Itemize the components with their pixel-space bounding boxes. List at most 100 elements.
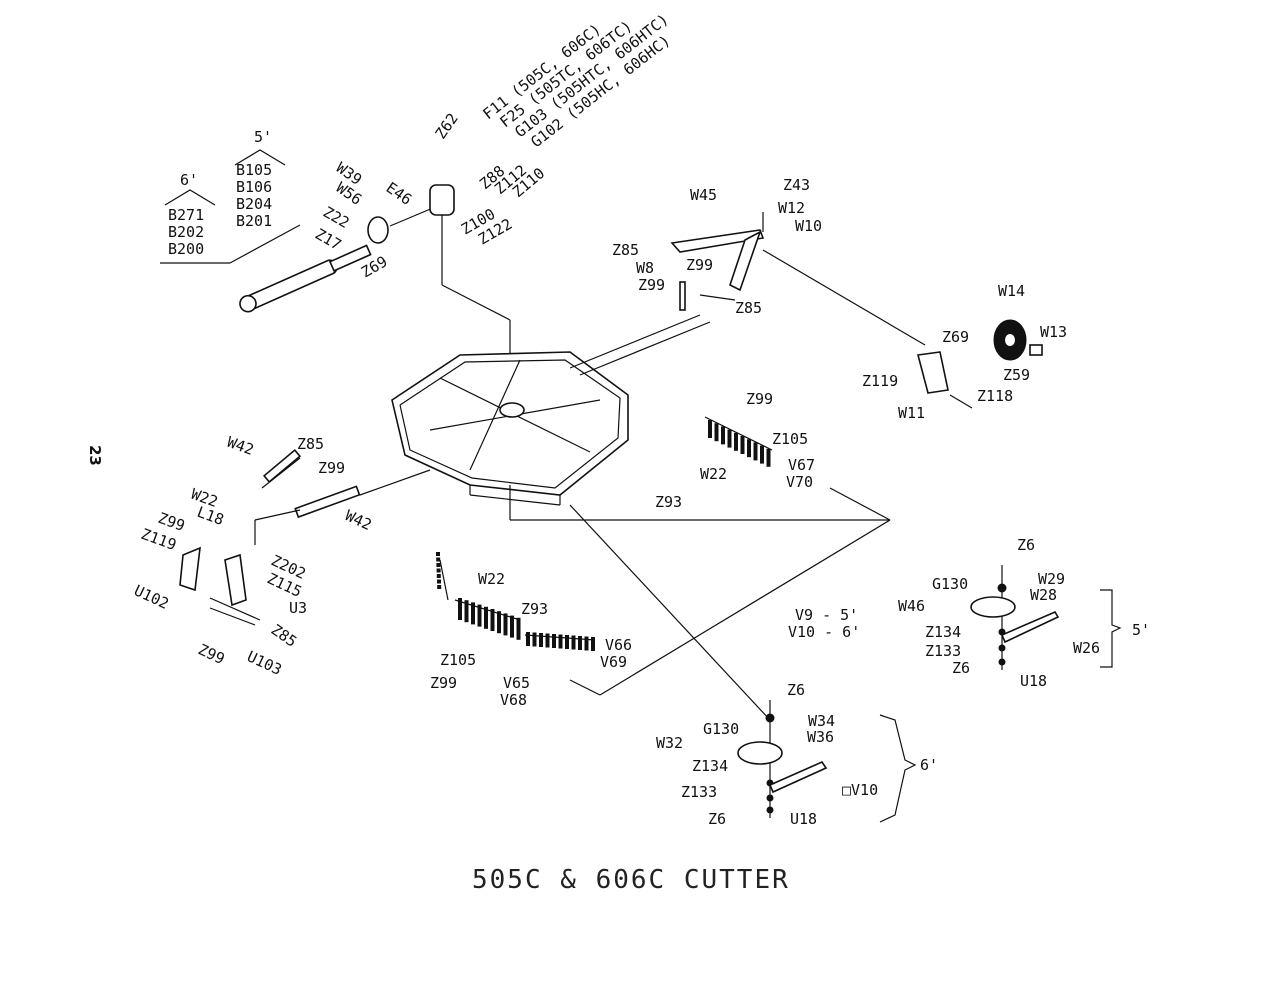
knife-tooth	[591, 637, 595, 651]
part-label: U18	[790, 810, 817, 828]
part-label: W42	[225, 433, 257, 459]
knife-tooth	[714, 423, 719, 442]
knife-tooth	[437, 579, 441, 584]
knife-tooth	[436, 552, 440, 556]
part-label: L18	[195, 503, 227, 529]
part-label: Z93	[521, 600, 548, 618]
knife-tooth	[503, 613, 508, 636]
part-label: Z69	[942, 328, 969, 346]
knife-tooth	[436, 574, 441, 578]
part-label: V9 - 5'	[795, 606, 858, 624]
part-label: Z6	[952, 659, 970, 677]
part-label: Z62	[432, 110, 462, 143]
part-label: Z99	[195, 640, 227, 668]
part-label: Z99	[686, 256, 713, 274]
diagram-caption: 505C & 606C CUTTER	[472, 865, 790, 895]
knife-tooth	[471, 602, 475, 625]
knife-teeth	[708, 420, 771, 467]
part-label: V10 - 6'	[788, 623, 860, 641]
part-label: W29	[1038, 570, 1065, 588]
knife-tooth	[747, 439, 751, 458]
knife-tooth	[510, 615, 514, 638]
part-label: Z133	[681, 783, 717, 801]
part-label: B202	[168, 223, 204, 241]
part-label: Z6	[708, 810, 726, 828]
knife-tooth	[766, 448, 771, 467]
part-label: Z105	[772, 430, 808, 448]
knife-teeth	[436, 552, 442, 589]
cutter-deck	[391, 314, 711, 506]
gearbox	[429, 184, 455, 216]
knife-tooth	[539, 633, 543, 647]
part-label: B271	[168, 206, 204, 224]
part-label: W28	[1030, 586, 1057, 604]
left-side-arms	[179, 448, 431, 626]
part-label: Z85	[612, 241, 639, 259]
knife-tooth	[526, 632, 530, 646]
part-label: □V10	[842, 781, 878, 799]
wheel-labels: W14 Z69 W13 Z59 Z119 W11 Z118	[862, 282, 1067, 422]
knife-teeth	[458, 598, 521, 640]
knife-tooth	[734, 432, 738, 451]
part-label: W42	[342, 506, 374, 534]
part-label: W12	[778, 199, 805, 217]
knife-tooth	[436, 557, 441, 562]
part-label: Z134	[692, 757, 728, 775]
part-label: Z43	[783, 176, 810, 194]
part-label: B200	[168, 240, 204, 258]
part-label: B201	[236, 212, 272, 230]
knife-tooth	[565, 635, 569, 649]
part-label: E46	[383, 179, 416, 209]
part-label: W14	[998, 282, 1025, 300]
group-bracket-label: 5'	[1132, 621, 1150, 639]
group-header-5ft: 5'	[254, 128, 272, 146]
knife-tooth	[464, 600, 469, 623]
part-label: G130	[703, 720, 739, 738]
part-label: U3	[289, 599, 307, 617]
knife-tooth	[721, 426, 725, 445]
part-label: W13	[1040, 323, 1067, 341]
part-label: V67	[788, 456, 815, 474]
part-label: V68	[500, 691, 527, 709]
side-arm-labels: W42 Z85 Z99 W42 W22 L18 Z99 Z119 Z202 Z1…	[131, 433, 374, 679]
part-label: Z133	[925, 642, 961, 660]
part-label: B105	[236, 161, 272, 179]
part-label: W34	[808, 712, 835, 730]
tail-wheel-assembly	[916, 319, 1043, 409]
knife-labels: Z99 Z105 W22 V67 V70 Z93 W22 Z93 V66 V69…	[430, 390, 860, 709]
part-label: W10	[795, 217, 822, 235]
part-label: V66	[605, 636, 632, 654]
part-label: W8	[636, 259, 654, 277]
spindle-5ft-labels: Z6 G130 W29 W28 W46 Z134 Z133 Z6 W26 U18…	[898, 536, 1150, 690]
hitch-labels: W45 Z43 W12 W10 Z85 Z99 W8 Z99 Z85	[612, 176, 822, 317]
part-label: U103	[244, 647, 284, 679]
part-label: W11	[898, 404, 925, 422]
knife-tooth	[497, 611, 501, 634]
part-label: W46	[898, 597, 925, 615]
knife-tooth	[545, 633, 550, 648]
spindle-6ft-labels: Z6 G130 W34 W36 W32 Z134 Z133 Z6 □V10 U1…	[656, 681, 938, 828]
part-label: Z105	[440, 651, 476, 669]
knife-tooth	[578, 636, 582, 650]
knife-tooth	[436, 568, 441, 573]
part-label: Z6	[1017, 536, 1035, 554]
knife-tooth	[760, 445, 764, 464]
part-label: Z99	[318, 459, 345, 477]
pto-driveline	[160, 184, 511, 410]
part-label: Z6	[787, 681, 805, 699]
part-label: V70	[786, 473, 813, 491]
a-frame-hitch	[670, 212, 926, 346]
part-label: U102	[131, 581, 171, 613]
part-label: Z119	[862, 372, 898, 390]
page-number: 23	[86, 445, 104, 466]
knife-tooth	[458, 598, 462, 620]
knife-tooth	[584, 636, 589, 651]
knife-tooth	[477, 604, 482, 627]
part-label: Z85	[297, 435, 324, 453]
part-label: W26	[1073, 639, 1100, 657]
part-label: W22	[478, 570, 505, 588]
knife-tooth	[727, 429, 732, 448]
part-label: W22	[700, 465, 727, 483]
